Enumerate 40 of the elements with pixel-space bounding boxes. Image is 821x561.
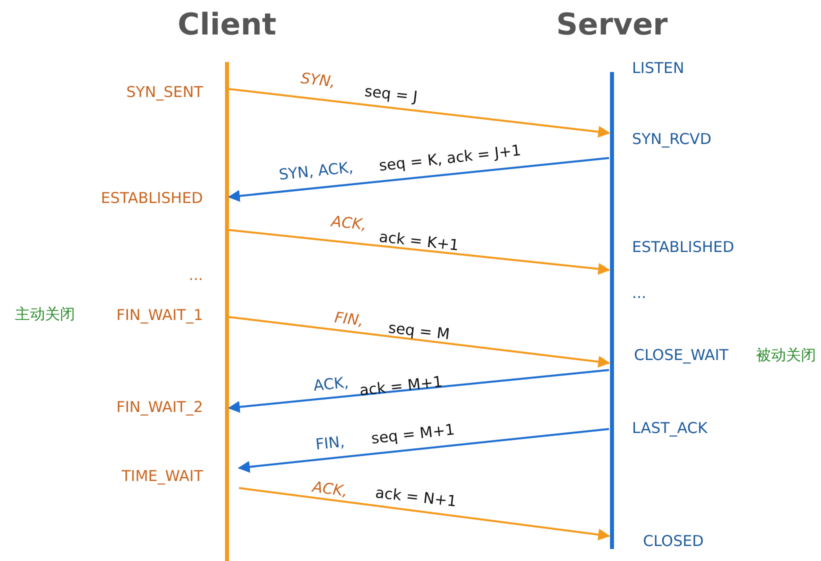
arrow	[228, 88, 610, 138]
state-label: ESTABLISHED	[632, 238, 734, 256]
lifeline	[225, 62, 229, 561]
state-label: ESTABLISHED	[100, 189, 203, 207]
sequence-label: ack = N+1	[374, 484, 458, 510]
lifeline-heading: Client	[178, 8, 276, 42]
edge-label: ACK,	[311, 478, 349, 500]
arrow	[238, 428, 610, 473]
note-label: 被动关闭	[756, 346, 816, 364]
state-label: ...	[632, 284, 646, 302]
edge-label: SYN, ACK,	[278, 158, 354, 184]
state-label: LAST_ACK	[632, 419, 708, 437]
arrow	[228, 157, 610, 202]
arrow	[238, 487, 610, 541]
state-label: SYN_SENT	[126, 83, 203, 101]
state-label: CLOSE_WAIT	[634, 346, 728, 364]
lifeline	[610, 72, 614, 549]
edge-label: FIN,	[314, 432, 346, 454]
state-label: SYN_RCVD	[632, 130, 712, 148]
note-label: 主动关闭	[15, 305, 75, 323]
edge-label: FIN,	[334, 308, 364, 330]
state-label: LISTEN	[632, 59, 684, 77]
edge-label: ACK,	[330, 212, 368, 234]
arrow	[228, 369, 610, 413]
sequence-label: seq = J	[364, 82, 418, 106]
state-label: ...	[188, 266, 203, 284]
arrow	[228, 316, 610, 368]
edge-label: ACK,	[312, 373, 350, 395]
sequence-label: seq = M	[387, 318, 451, 344]
arrow	[228, 229, 610, 275]
sequence-label: ack = M+1	[358, 372, 444, 400]
sequence-label: seq = M+1	[370, 420, 456, 448]
state-label: FIN_WAIT_1	[116, 306, 203, 324]
sequence-label: seq = K, ack = J+1	[378, 141, 522, 175]
lifeline-heading: Server	[556, 8, 668, 42]
sequence-label: ack = K+1	[378, 228, 460, 254]
state-label: CLOSED	[643, 532, 704, 550]
state-label: FIN_WAIT_2	[116, 398, 203, 416]
state-label: TIME_WAIT	[122, 467, 203, 485]
edge-label: SYN,	[300, 69, 336, 91]
